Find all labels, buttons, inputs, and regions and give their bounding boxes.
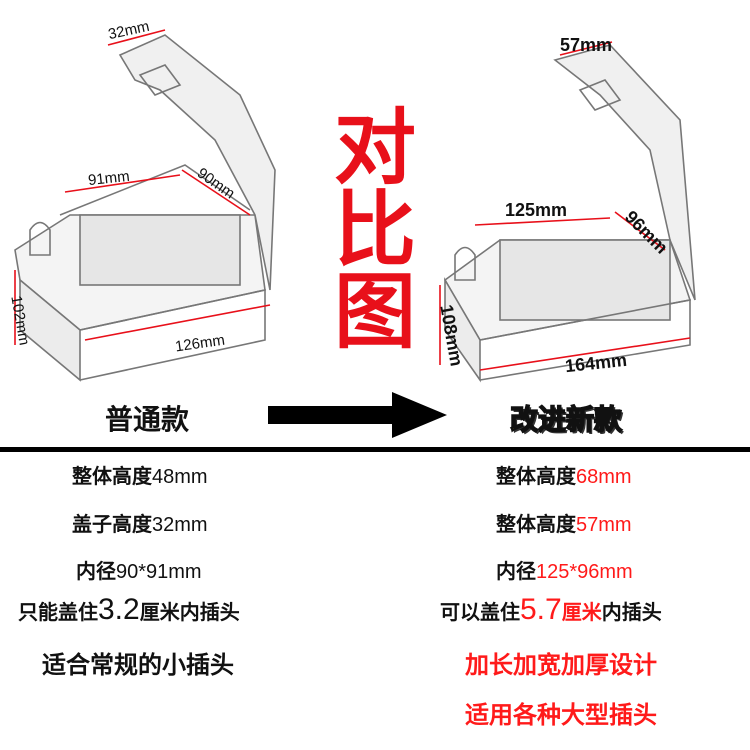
spec-label: 内插头 — [601, 600, 662, 624]
product-sketches — [14, 29, 696, 383]
divider — [0, 447, 750, 452]
arrow-right-icon — [268, 392, 447, 438]
left-spec-cover: 只能盖住3.2厘米内插头 — [18, 593, 240, 627]
right-spec-cover: 可以盖住5.7厘米内插头 — [440, 593, 662, 627]
spec-label: 整体高度 — [496, 464, 576, 488]
right-product-sketch — [443, 44, 696, 383]
spec-label: 可以盖住 — [440, 600, 520, 624]
right-spec-inner: 内径125*96mm — [496, 555, 633, 584]
left-spec-lid: 盖子高度32mm — [72, 508, 208, 537]
right-spec-design: 加长加宽加厚设计 — [465, 651, 657, 679]
spec-value: 125*96mm — [536, 561, 633, 583]
right-header: 改进新款 — [509, 402, 623, 437]
right-spec-height: 整体高度68mm — [496, 460, 632, 489]
spec-label: 整体高度 — [72, 464, 152, 488]
spec-unit: 厘米 — [561, 600, 602, 624]
spec-label: 内径 — [76, 559, 116, 583]
left-spec-height: 整体高度48mm — [72, 460, 208, 489]
spec-value: 90*91mm — [116, 561, 202, 583]
spec-label: 内径 — [496, 559, 536, 583]
right-spec-lid: 整体高度57mm — [496, 508, 632, 537]
spec-value: 5.7 — [520, 593, 562, 626]
left-spec-suitable: 适合常规的小插头 — [42, 651, 234, 679]
title-char-2: 比 — [333, 183, 416, 278]
left-product-sketch — [14, 34, 276, 382]
spec-label: 整体高度 — [496, 512, 576, 536]
right-spec-suitable: 适用各种大型插头 — [465, 701, 657, 729]
spec-label: 盖子高度 — [72, 512, 152, 536]
spec-label: 只能盖住 — [18, 600, 98, 624]
right-dim-lid: 57mm — [560, 35, 613, 55]
spec-value: 68mm — [576, 466, 632, 488]
right-dim-inner-width: 125mm — [505, 200, 568, 220]
spec-label: 厘米内插头 — [139, 600, 240, 624]
left-spec-inner: 内径90*91mm — [76, 555, 202, 584]
left-header: 普通款 — [105, 403, 190, 436]
title-char-1: 对 — [333, 101, 416, 196]
spec-value: 57mm — [576, 514, 632, 536]
spec-value: 3.2 — [98, 593, 140, 626]
spec-value: 32mm — [152, 514, 208, 536]
left-dimension-lines — [14, 29, 271, 345]
right-dimension-lines — [439, 41, 691, 371]
title-char-3: 图 — [333, 265, 416, 360]
spec-value: 48mm — [152, 466, 208, 488]
